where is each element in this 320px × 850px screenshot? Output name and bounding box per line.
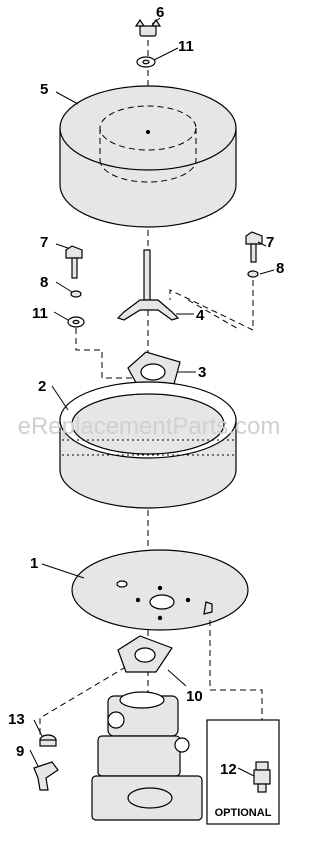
- callout-1: 1: [30, 555, 38, 572]
- part-6-wing-nut: [134, 18, 162, 37]
- callout-2: 2: [38, 378, 46, 395]
- callout-8-left: 8: [40, 274, 48, 291]
- part-11-washer-left: [67, 316, 85, 328]
- callout-3: 3: [198, 364, 206, 381]
- parts-diagram: OPTIONAL 6 11 5 7 8 11 7 8 4 3 2 1 10 13…: [8, 4, 285, 825]
- callout-13: 13: [8, 711, 25, 728]
- part-5-filter-cover: [59, 85, 237, 228]
- callout-11-top: 11: [178, 38, 194, 55]
- part-1-base-plate: [71, 549, 249, 631]
- callout-8-right: 8: [276, 260, 284, 277]
- callout-12: 12: [220, 761, 237, 778]
- leader-lines: [29, 17, 275, 777]
- watermark-text: eReplacementParts.com: [18, 413, 281, 440]
- dash-guide-bottom-right: [209, 620, 263, 760]
- callout-6: 6: [156, 4, 164, 21]
- part-8-lockwasher-right: [247, 270, 259, 278]
- callout-7-left: 7: [40, 234, 48, 251]
- dash-guide-right: [169, 280, 254, 331]
- part-7-bolt-left: [65, 245, 83, 279]
- exploded-view-svg: OPTIONAL 6 11 5 7 8 11 7 8 4 3 2 1 10 13…: [8, 4, 284, 825]
- part-10-carb-gasket: [117, 635, 173, 673]
- part-9-elbow-fitting: [33, 761, 59, 791]
- optional-box: OPTIONAL: [206, 719, 280, 825]
- part-4-stud-bracket: [116, 249, 180, 321]
- dash-guide-left: [75, 328, 148, 379]
- dash-guide-right-2: [187, 299, 241, 331]
- callout-11-left: 11: [32, 305, 48, 322]
- callout-9: 9: [16, 743, 24, 760]
- optional-label: OPTIONAL: [215, 807, 272, 819]
- part-12-optional-fitting: [253, 761, 271, 793]
- part-7-bolt-right: [245, 231, 263, 263]
- callout-7-right: 7: [266, 234, 274, 251]
- callout-10: 10: [186, 688, 203, 705]
- callout-5: 5: [40, 81, 48, 98]
- part-8-lockwasher-left: [70, 290, 82, 298]
- part-13-grommet: [39, 734, 57, 747]
- carburetor-body: [91, 691, 203, 821]
- part-2-filter-element: [59, 381, 237, 509]
- part-11-washer-top: [136, 56, 156, 68]
- part-3-gasket: [127, 351, 181, 391]
- callout-4: 4: [196, 307, 205, 324]
